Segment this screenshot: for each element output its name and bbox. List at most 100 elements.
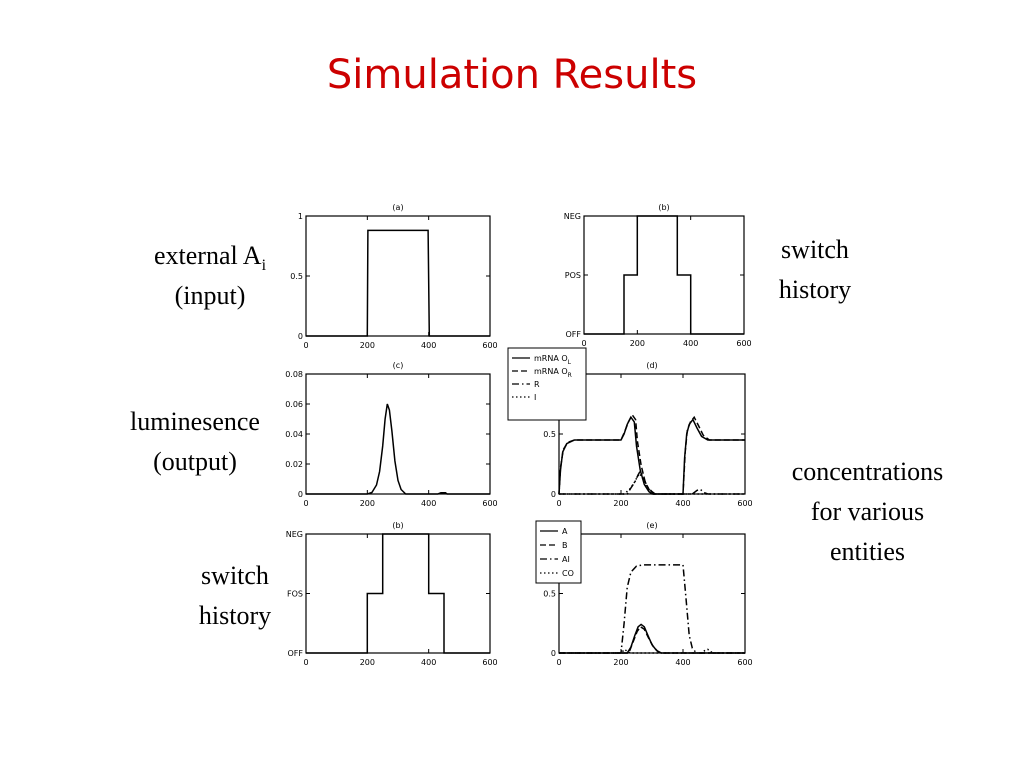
label-conc-line3: entities xyxy=(829,537,906,566)
legend-label: R xyxy=(534,380,540,389)
legend-label-text: mRNA O xyxy=(534,354,568,363)
x-tick-label: 0 xyxy=(303,341,308,350)
x-tick-label: 400 xyxy=(675,658,690,667)
label-external-input: external Ai (input) xyxy=(120,236,300,316)
legend-label-text: A xyxy=(562,527,568,536)
y-tick-label: 0.08 xyxy=(285,370,303,379)
legend-label-text: CO xyxy=(562,569,574,578)
plot-frame xyxy=(305,533,491,654)
x-tick-label: 0 xyxy=(303,499,308,508)
legend-label-text: B xyxy=(562,541,568,550)
series-line-solid xyxy=(306,403,490,495)
chart-a-input: (a) 0 200 400 600 0 0.5 1 xyxy=(290,203,497,350)
y-tick-label: 0 xyxy=(298,490,303,499)
x-tick-label: 600 xyxy=(737,658,752,667)
series-line-dashdot xyxy=(559,564,745,654)
y-tick-label: 0 xyxy=(298,332,303,341)
legend-label-text: AI xyxy=(562,555,570,564)
legend-box xyxy=(507,347,587,421)
legend-box xyxy=(535,520,582,584)
x-tick-label: 200 xyxy=(630,339,645,348)
plot-frame xyxy=(305,215,491,337)
label-switch-bottom-line2: history xyxy=(198,601,272,630)
label-switch-top-line2: history xyxy=(778,275,852,304)
series-line-solid xyxy=(306,229,490,337)
legend-label-subscript: R xyxy=(568,372,572,379)
legend-label-subscript: L xyxy=(568,359,572,366)
y-tick-label: 0.06 xyxy=(285,400,303,409)
series-line-solid xyxy=(584,215,744,335)
legend-label-text: mRNA O xyxy=(534,367,568,376)
x-tick-label: 600 xyxy=(737,499,752,508)
plot-frame xyxy=(558,533,746,654)
legend-label-text: R xyxy=(534,380,540,389)
y-tick-label: 0 xyxy=(551,649,556,658)
label-lum-line2: (output) xyxy=(153,447,237,476)
y-tick-label: 0.5 xyxy=(543,430,556,439)
plot-frame xyxy=(583,215,745,335)
series-line-dashed xyxy=(559,625,745,654)
x-tick-label: 600 xyxy=(736,339,751,348)
y-tick-label: OFF xyxy=(288,649,304,658)
x-tick-label: 600 xyxy=(482,658,497,667)
label-external-line2: (input) xyxy=(174,281,246,310)
x-tick-label: 200 xyxy=(613,658,628,667)
x-tick-label: 0 xyxy=(303,658,308,667)
chart-title: (b) xyxy=(392,521,403,530)
x-tick-label: 400 xyxy=(683,339,698,348)
series-line-dotted xyxy=(559,472,745,495)
legend-label: A xyxy=(562,527,568,536)
x-tick-label: 200 xyxy=(360,658,375,667)
legend-label: mRNA OL xyxy=(534,354,572,366)
plot-frame xyxy=(558,373,746,495)
slide-title: Simulation Results xyxy=(326,52,698,98)
x-tick-label: 400 xyxy=(421,341,436,350)
chart-title: (c) xyxy=(393,361,404,370)
label-switch-history-bottom: switch history xyxy=(170,556,300,636)
series-line-dashed xyxy=(558,413,745,495)
legend-label-text: I xyxy=(534,393,536,402)
y-tick-label: OFF xyxy=(566,330,582,339)
y-tick-label: 1 xyxy=(298,212,303,221)
legend-label: CO xyxy=(562,569,574,578)
y-tick-label: 0.02 xyxy=(285,460,303,469)
series-line-solid xyxy=(558,415,745,495)
series-line-solid xyxy=(306,533,490,654)
x-tick-label: 200 xyxy=(613,499,628,508)
label-concentrations: concentrations for various entities xyxy=(755,452,980,572)
x-tick-label: 0 xyxy=(556,499,561,508)
legend-label: I xyxy=(534,393,536,402)
label-external-text: external A xyxy=(153,241,262,270)
y-tick-label: 0.5 xyxy=(290,272,303,281)
y-tick-label: NEG xyxy=(564,212,581,221)
x-tick-label: 0 xyxy=(581,339,586,348)
series-line-solid xyxy=(559,623,745,654)
label-switch-bottom-line1: switch xyxy=(201,561,269,590)
legend-label: B xyxy=(562,541,568,550)
x-tick-label: 400 xyxy=(421,499,436,508)
x-tick-label: 200 xyxy=(360,341,375,350)
label-luminesence-output: luminesence (output) xyxy=(100,402,290,482)
chart-title: (e) xyxy=(646,521,657,530)
label-external-subscript: i xyxy=(261,257,267,275)
chart-title: (a) xyxy=(392,203,403,212)
y-tick-label: 0.5 xyxy=(543,590,556,599)
y-tick-label: POS xyxy=(565,271,581,280)
x-tick-label: 600 xyxy=(482,341,497,350)
series-line-dotted xyxy=(559,648,745,654)
label-conc-line1: concentrations xyxy=(791,457,944,486)
x-tick-label: 600 xyxy=(482,499,497,508)
label-conc-line2: for various xyxy=(810,497,925,526)
label-lum-line1: luminesence xyxy=(130,407,260,436)
y-tick-label: NEG xyxy=(286,530,303,539)
chart-title: (d) xyxy=(646,361,657,370)
x-tick-label: 400 xyxy=(421,658,436,667)
label-external-line1: external Ai xyxy=(120,236,300,276)
x-tick-label: 200 xyxy=(360,499,375,508)
